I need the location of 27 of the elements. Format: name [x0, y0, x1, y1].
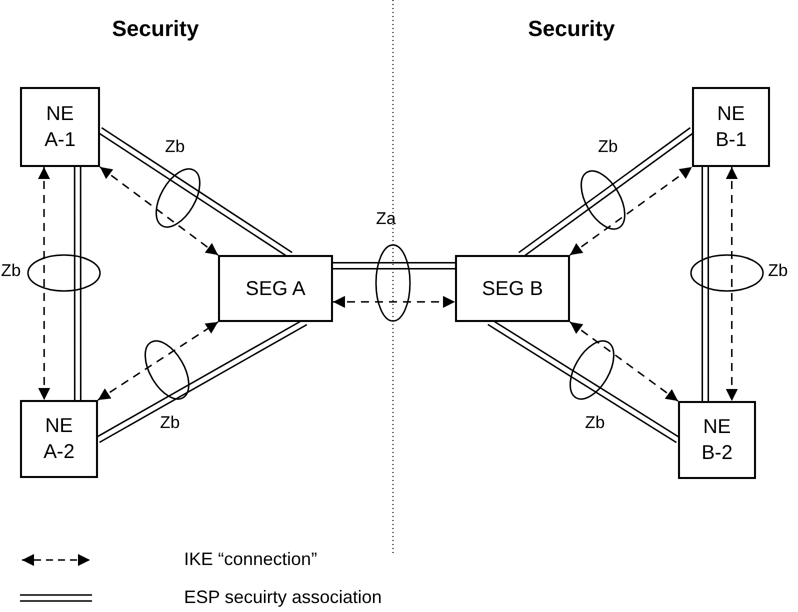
domain-title: Security [528, 15, 615, 43]
reference-point-label: Zb [160, 412, 180, 434]
reference-point-label: Za [376, 208, 396, 230]
ike-connection-arrow [570, 166, 692, 256]
network-element-box: NE B-1 [692, 87, 770, 167]
network-element-box: NE A-1 [20, 87, 100, 167]
esp-double-line [332, 262, 456, 270]
esp-double-line [702, 166, 710, 402]
legend-text: ESP secuirty association [184, 586, 382, 609]
reference-point-label: Zb [1, 260, 21, 282]
ike-connection-arrow [98, 321, 218, 401]
network-element-box: NE B-2 [678, 401, 756, 479]
legend-text: IKE “connection” [184, 548, 318, 571]
reference-point-label: Zb [768, 260, 788, 282]
ike-connection-arrow [333, 296, 455, 308]
reference-point-label: Zb [585, 412, 605, 434]
reference-point-label: Zb [598, 136, 618, 158]
network-element-box: NE A-2 [20, 400, 98, 478]
ike-connection-arrow [100, 166, 218, 256]
esp-double-line [74, 166, 82, 401]
ike-connection-arrow [38, 167, 50, 400]
network-element-box: SEG A [218, 255, 333, 322]
network-element-box: SEG B [455, 255, 570, 322]
ike-connection-arrow [726, 167, 738, 401]
ike-connection-arrow [570, 321, 678, 402]
domain-title: Security [112, 15, 199, 43]
reference-point-label: Zb [165, 136, 185, 158]
